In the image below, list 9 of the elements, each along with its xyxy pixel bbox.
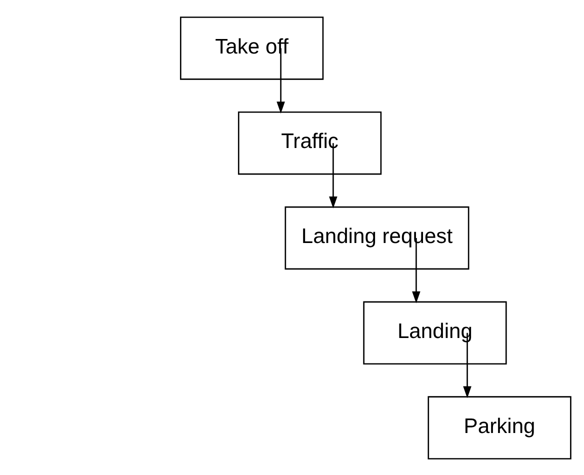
node-box: Landing (363, 300, 507, 364)
arrow (463, 332, 472, 398)
node-box: Parking (428, 396, 572, 459)
arrow (412, 238, 420, 303)
node-box: Take off (180, 16, 324, 80)
node-box: Traffic (238, 111, 382, 174)
node-box: Landing request (284, 206, 470, 270)
arrow (276, 48, 285, 113)
arrow (329, 142, 338, 208)
